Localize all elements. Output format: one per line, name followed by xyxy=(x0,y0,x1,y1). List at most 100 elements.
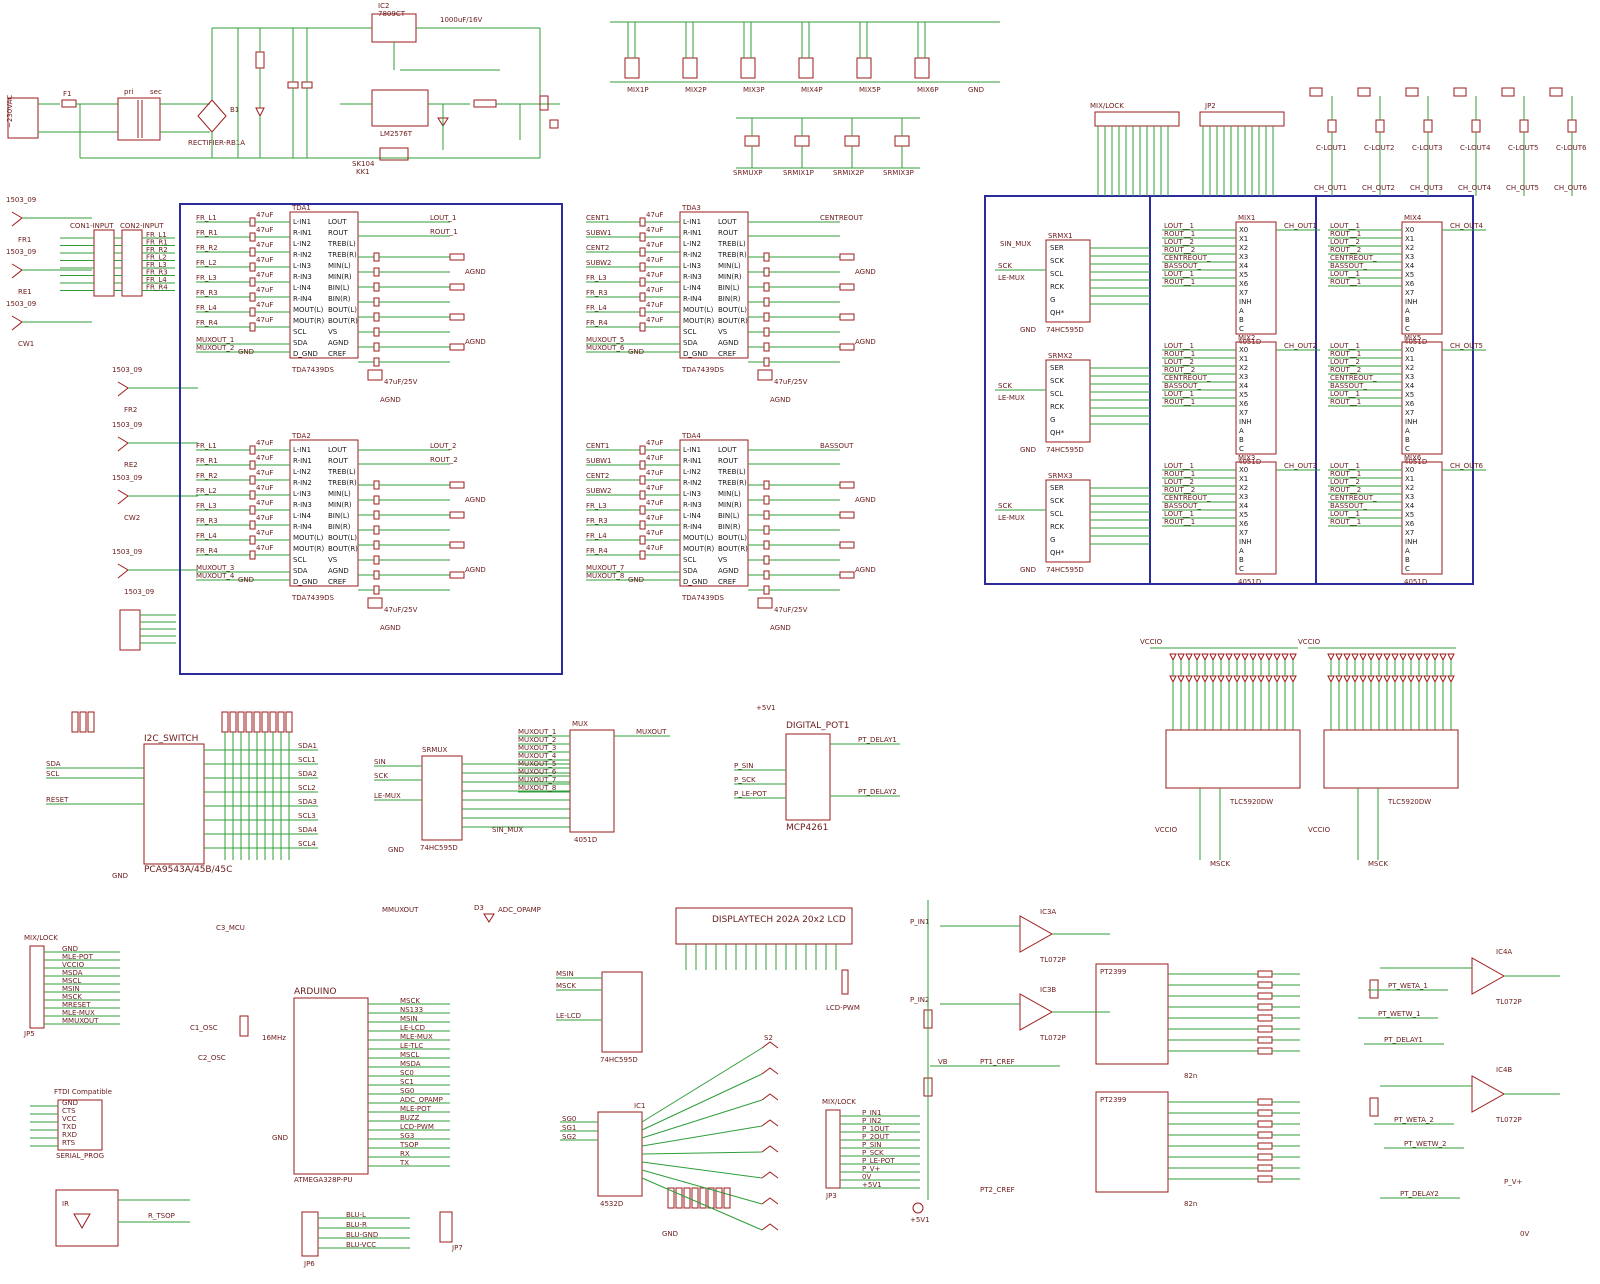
coupling-cap xyxy=(249,460,256,470)
tda-pin: L-IN4 xyxy=(683,284,702,292)
delay-resistor xyxy=(1257,1120,1273,1128)
mcu-pin-net: LCD-PWM xyxy=(400,1123,434,1131)
led xyxy=(1265,675,1273,684)
mux-pin: X0 xyxy=(1405,346,1414,354)
mux-input-net: CENTREOUT_ xyxy=(1330,374,1377,382)
mains-connector xyxy=(7,97,39,139)
tda-input-net: FR_L2 xyxy=(196,259,217,267)
tda-input-net: FR_R3 xyxy=(196,517,218,525)
encoder-part: 4532D xyxy=(600,1200,623,1208)
mux-input-net: ROUT__1 xyxy=(1330,230,1361,238)
pull-resistor xyxy=(683,1187,691,1209)
tda-pin: AGND xyxy=(328,567,349,575)
mcu-pin-net: BUZZ xyxy=(400,1114,420,1122)
mux-input-net: ROUT__1 xyxy=(1164,470,1195,478)
filter-cap xyxy=(373,297,380,307)
output-cap xyxy=(1519,119,1529,133)
i2c-switch: I2C_SWITCHPCA9543A/45B/45CSDA1SCL1SDA2SC… xyxy=(46,711,318,880)
mux-input-net: CENTREOUT_ xyxy=(1164,254,1211,262)
mux-input-net: ROUT__2 xyxy=(1164,366,1195,374)
tda-input-net: FR_R2 xyxy=(196,472,218,480)
cap-value: 47uF xyxy=(646,469,663,477)
jack-label: CW1 xyxy=(18,340,34,348)
cap-value: 47uF xyxy=(256,271,273,279)
cap-label: C2_OSC xyxy=(198,1054,226,1062)
mux-input-net: LOUT__2 xyxy=(1164,238,1194,246)
led xyxy=(1273,675,1281,684)
tda-pin: TREB(L) xyxy=(717,240,746,248)
cap-value: 47uF xyxy=(256,256,273,264)
mux-input-net: LOUT__1 xyxy=(1330,462,1360,470)
coupling-cap xyxy=(249,247,256,257)
shift-pin: RCK xyxy=(1050,283,1064,291)
coupling-cap xyxy=(639,505,646,515)
mux-pin: X0 xyxy=(1239,466,1248,474)
tda-pin: SCL xyxy=(683,328,696,336)
mux-input-net: BASSOUT_ xyxy=(1330,262,1367,270)
filter-cap xyxy=(373,357,380,367)
tda-pin: D_GND xyxy=(293,350,318,358)
filter-cap xyxy=(763,342,770,352)
mux-input-net: LOUT__2 xyxy=(1330,238,1360,246)
mux-input-net: ROUT__1 xyxy=(1330,470,1361,478)
srmux-label: SRMUXP xyxy=(733,169,763,177)
blu-net: BLU-R xyxy=(346,1221,367,1229)
tda-pin: BIN(R) xyxy=(328,523,351,531)
led xyxy=(1193,675,1201,684)
delay-resistor xyxy=(1257,1047,1273,1055)
cap-value: 47uF xyxy=(646,499,663,507)
mux-pin: X4 xyxy=(1239,262,1249,270)
filter-cap xyxy=(763,480,770,490)
mux-input-net: MUXOUT_4 xyxy=(518,752,557,760)
con2-input xyxy=(121,229,143,297)
tda-pin: TREB(R) xyxy=(327,479,357,487)
jp-label: JP5 xyxy=(23,1030,35,1038)
filter-cap xyxy=(763,540,770,550)
tda-pin: ROUT xyxy=(718,229,738,237)
header-jp3: MIX/LOCKJP3P_IN1P_IN2P_1OUTP_2OUTP_SINP_… xyxy=(822,1098,930,1224)
led xyxy=(1249,653,1257,662)
tda-input-net: FR_L3 xyxy=(196,274,217,282)
net-label: SCK xyxy=(998,502,1012,510)
rectifier-part: RECTIFIER-RB1A xyxy=(188,139,245,147)
mux-input-net: LOUT__2 xyxy=(1330,478,1360,486)
header-jp5: MIX/LOCKJP5GNDMLE-POTVCCIOMSDAMSCLMSINMS… xyxy=(23,934,120,1038)
opamp-ref: IC4B xyxy=(1496,1066,1512,1074)
input-section: CON1-INPUT CON2-INPUT 1503_09FR11503_09R… xyxy=(6,196,198,596)
jp5-pin-net: MRESET xyxy=(62,1001,91,1009)
pull-resistor xyxy=(723,1187,731,1209)
filter-cap-fil xyxy=(367,597,383,609)
jp5-pin-net: GND xyxy=(62,945,78,953)
tda-pin: MIN(L) xyxy=(718,262,741,270)
coupling-cap xyxy=(639,520,646,530)
shift-register-3: SRMX374HC595DSERSCKSCLRCKGQH*SCKLE-MUXGN… xyxy=(995,472,1150,574)
coupling-cap xyxy=(639,277,646,287)
tda-pin: VS xyxy=(328,556,338,564)
tda-pin: ROUT xyxy=(328,229,348,237)
pullup-resistor xyxy=(237,711,245,733)
mux-pin: X2 xyxy=(1405,364,1414,372)
mux-4051-5: MIX54051DX0X1X2X3X4X5X6X7INHABCLOUT__1RO… xyxy=(1328,334,1486,466)
led xyxy=(1193,653,1201,662)
muxout-net: MUXOUT_5 xyxy=(586,336,624,344)
coupling-cap xyxy=(249,475,256,485)
pt2399-body xyxy=(1095,1091,1169,1193)
opamp-part: TL072P xyxy=(1039,956,1066,964)
push-button xyxy=(761,1145,779,1153)
coupling-cap xyxy=(639,292,646,302)
tda-pin: MOUT(R) xyxy=(683,545,715,553)
pullup-resistor xyxy=(79,711,87,733)
led xyxy=(1399,675,1407,684)
led xyxy=(1177,675,1185,684)
power-supply: ~230VAC F1 pri sec B1 RECTIFIER-RB1A xyxy=(6,2,560,176)
mux-input-net: LOUT__1 xyxy=(1330,270,1360,278)
shift-pin: SCK xyxy=(1050,377,1064,385)
jp3-pin-net: P_1OUT xyxy=(862,1125,890,1133)
mux-pin: C xyxy=(1239,445,1244,453)
tda-pin: SCL xyxy=(683,556,696,564)
led xyxy=(1359,675,1367,684)
mux-frame xyxy=(984,195,1474,585)
cap-value: 47uF xyxy=(256,469,273,477)
pullup-resistor xyxy=(269,711,277,733)
